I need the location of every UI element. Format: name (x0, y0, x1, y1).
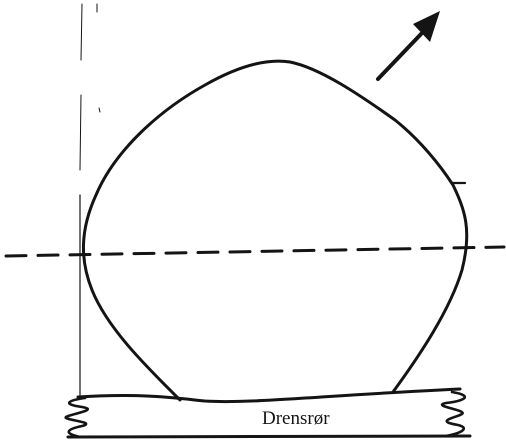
drain-pipe: Drensrør (64, 387, 472, 439)
pipe-right-wavy-end (441, 390, 467, 438)
pipe-bottom-edge (66, 434, 472, 439)
pipe-label: Drensrør (262, 408, 330, 429)
rounded-outline (81, 59, 469, 402)
pipe-left-wavy-end (64, 396, 89, 439)
left-vertical-guide (79, 3, 101, 396)
arrow-up-right-icon (376, 11, 440, 81)
pipe-top-edge (76, 387, 462, 404)
horizontal-dashed-line (4, 245, 506, 258)
